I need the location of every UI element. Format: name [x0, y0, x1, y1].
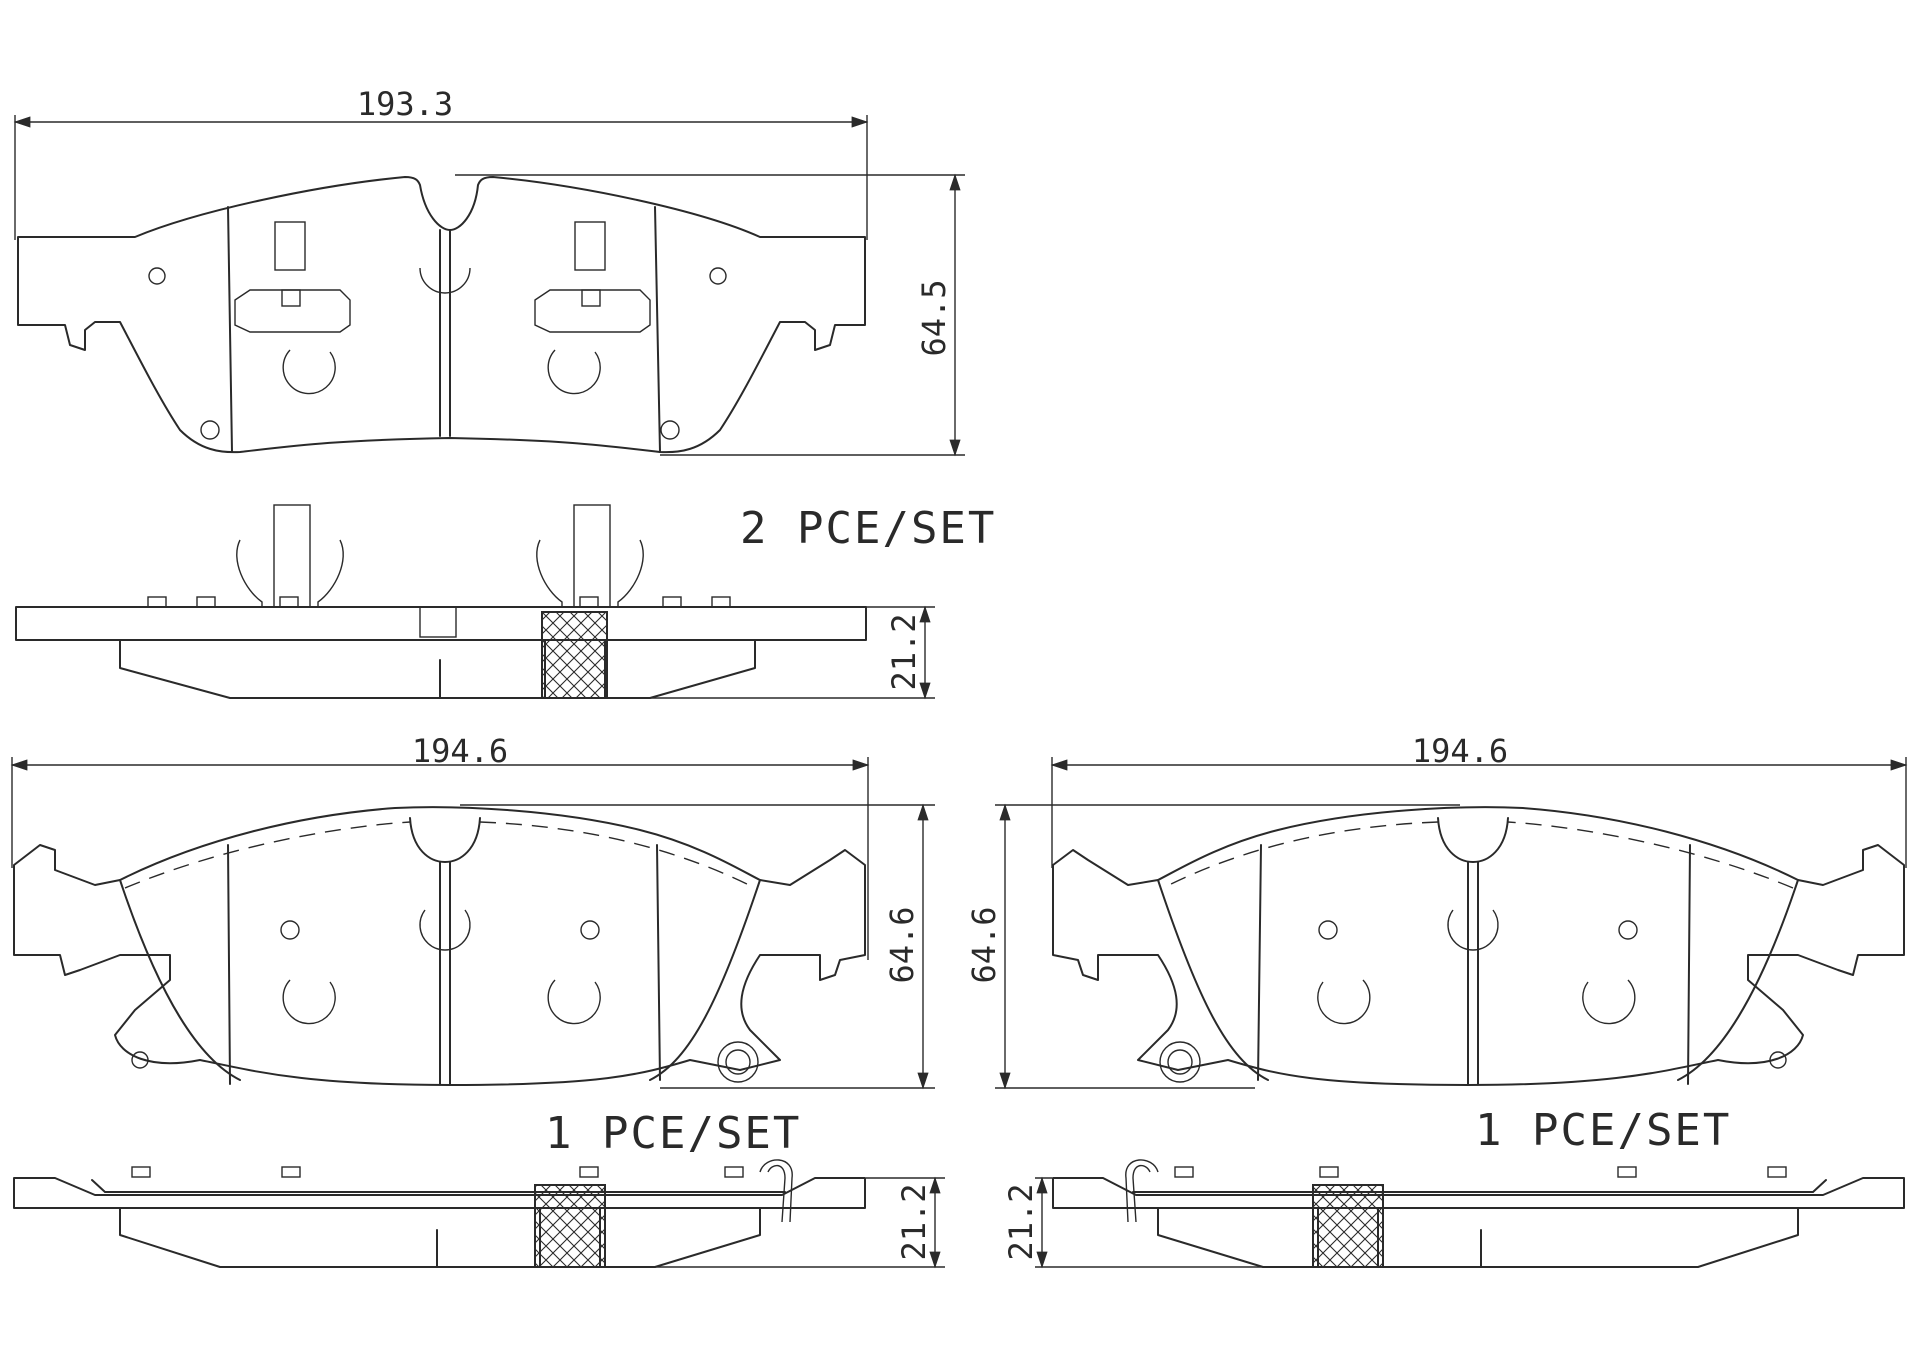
- right-width-label: 194.6: [1412, 732, 1508, 770]
- top-quantity-label: 2 PCE/SET: [740, 503, 996, 554]
- right-height-label: 64.6: [965, 906, 1003, 983]
- top-width-dimension: 193.3: [13, 85, 869, 240]
- left-pad-side-view: [13, 1159, 866, 1268]
- right-pad-side-view: [1052, 1159, 1905, 1268]
- top-height-label: 64.5: [915, 279, 953, 356]
- right-thickness-label: 21.2: [1002, 1183, 1040, 1260]
- top-pad-front-view: [17, 176, 866, 454]
- right-quantity-label: 1 PCE/SET: [1475, 1105, 1731, 1156]
- left-thickness-label: 21.2: [895, 1183, 933, 1260]
- left-height-dimension: 64.6: [460, 803, 935, 1090]
- left-pad-front-view: [13, 806, 866, 1086]
- left-quantity-label: 1 PCE/SET: [545, 1108, 801, 1159]
- right-width-dimension: 194.6: [1050, 732, 1908, 868]
- right-pad-front-view: [1052, 806, 1905, 1086]
- top-height-dimension: 64.5: [455, 173, 965, 457]
- right-thickness-dimension: 21.2: [1002, 1176, 1263, 1269]
- right-height-dimension: 64.6: [965, 803, 1460, 1090]
- left-width-label: 194.6: [412, 732, 508, 770]
- left-width-dimension: 194.6: [10, 732, 870, 960]
- left-thickness-dimension: 21.2: [655, 1176, 945, 1269]
- top-thickness-label: 21.2: [885, 613, 923, 690]
- left-height-label: 64.6: [883, 906, 921, 983]
- top-pad-side-view: [15, 504, 867, 699]
- top-width-label: 193.3: [357, 85, 453, 123]
- top-thickness-dimension: 21.2: [650, 605, 935, 700]
